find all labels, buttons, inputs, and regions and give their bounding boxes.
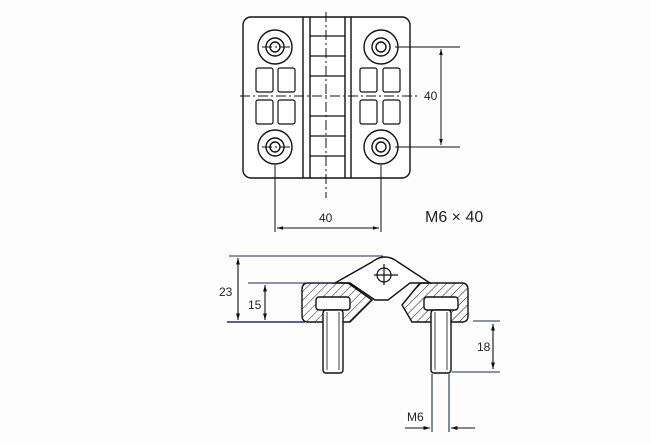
leaf-pockets [255,67,401,125]
dimension-lines [274,46,460,232]
hinge-side-view [301,256,469,374]
bolt [315,296,459,374]
dim-18: 18 [477,340,491,354]
hinge-pin [374,264,398,285]
dim-23: 23 [219,285,233,299]
hinge-top-view [240,12,460,232]
dim-m6: M6 [407,410,424,424]
side-dimension-lines [227,255,500,432]
knuckle-segments [310,35,345,157]
dim-horizontal-40: 40 [319,211,333,225]
hinge-knuckle-section [332,256,433,301]
center-lines [240,12,420,198]
dim-vertical-40: 40 [424,89,438,103]
spec-label: M6 × 40 [425,209,483,226]
screw-hole [257,29,399,165]
dim-15: 15 [248,298,262,312]
